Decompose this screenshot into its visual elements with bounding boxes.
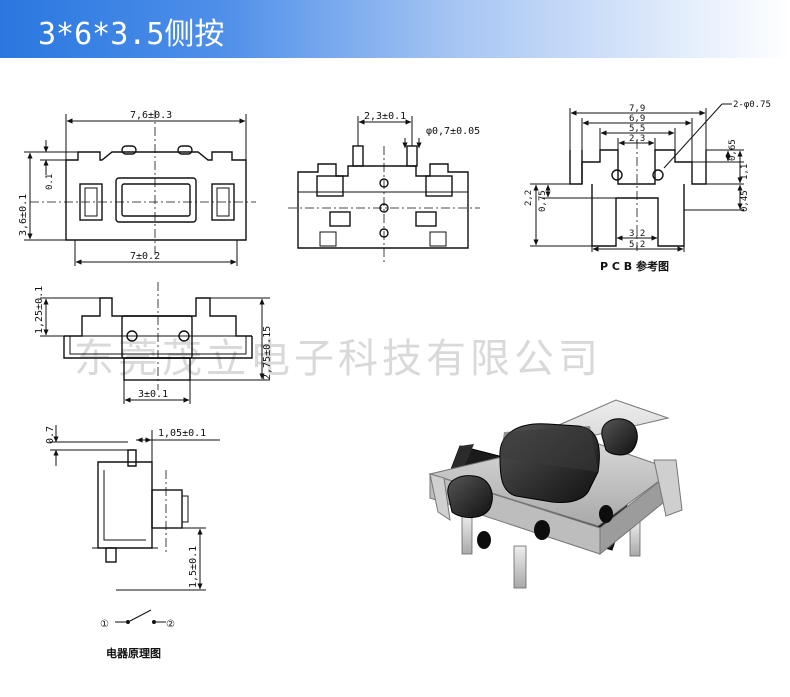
terminal-2: ② (166, 619, 175, 630)
dim-pin-dia: φ0,7±0.05 (426, 126, 480, 137)
pcb-caption: P C B 参考图 (600, 259, 669, 273)
pcb-dim-5-2: 5,2 (629, 240, 645, 250)
pcb-dim-1-1: 1,1 (740, 164, 750, 180)
company-watermark: 东莞茂立电子科技有限公司 (74, 336, 602, 382)
front-view: 7,6±0.3 7±0.2 3,6±0.1 0.1 (18, 110, 256, 266)
dim-total-2-75: 2,75±0.15 (262, 326, 273, 380)
pcb-dim-0-75: 0,75 (538, 190, 548, 212)
pcb-dim-7-9: 7,9 (629, 104, 645, 114)
dim-base-7: 7±0.2 (130, 251, 160, 262)
dim-pad-width-3: 3±0.1 (138, 389, 168, 400)
dim-pin-len-1-5: 1,5±0.1 (188, 546, 199, 588)
dim-top-0-7: 0.7 (45, 426, 56, 444)
profile-view: 0.7 1,05±0.1 1,5±0.1 (45, 425, 220, 591)
pcb-dim-0-45: 0,45 (740, 190, 750, 212)
side-view: 2,3±0.1 φ0,7±0.05 (288, 111, 480, 262)
pcb-dim-3-2: 3,2 (629, 229, 645, 239)
dim-height-3-6: 3,6±0.1 (18, 194, 29, 236)
schematic-caption: 电器原理图 (106, 646, 161, 660)
bottom-view: 1,25±0.1 3±0.1 2,75±0.15 (34, 282, 273, 404)
pcb-dim-0-65: 0,65 (728, 139, 738, 161)
page-title: 3*6*3.5侧按 (38, 17, 225, 52)
dim-width-7-6: 7,6±0.3 (130, 110, 172, 121)
pcb-dim-5-5: 5,5 (629, 124, 645, 134)
pcb-dim-6-9: 6,9 (629, 114, 645, 124)
pcb-dim-2-2: 2,2 (524, 190, 534, 206)
schematic: ① ② 电器原理图 (100, 609, 175, 660)
product-photo (428, 399, 683, 589)
pcb-layout: 7,9 6,9 5,5 2,3 2-φ0.75 0,65 1, (524, 100, 771, 273)
terminal-1: ① (100, 619, 109, 630)
dim-actuator-1-05: 1,05±0.1 (158, 428, 206, 439)
pcb-hole-label: 2-φ0.75 (733, 100, 771, 110)
pcb-dim-2-3: 2,3 (629, 134, 645, 144)
dim-offset-0-1: 0.1 (45, 174, 55, 190)
dim-pin-pitch: 2,3±0.1 (364, 111, 406, 122)
title-banner: 3*6*3.5侧按 (0, 0, 790, 58)
dim-height-1-25: 1,25±0.1 (34, 286, 45, 334)
